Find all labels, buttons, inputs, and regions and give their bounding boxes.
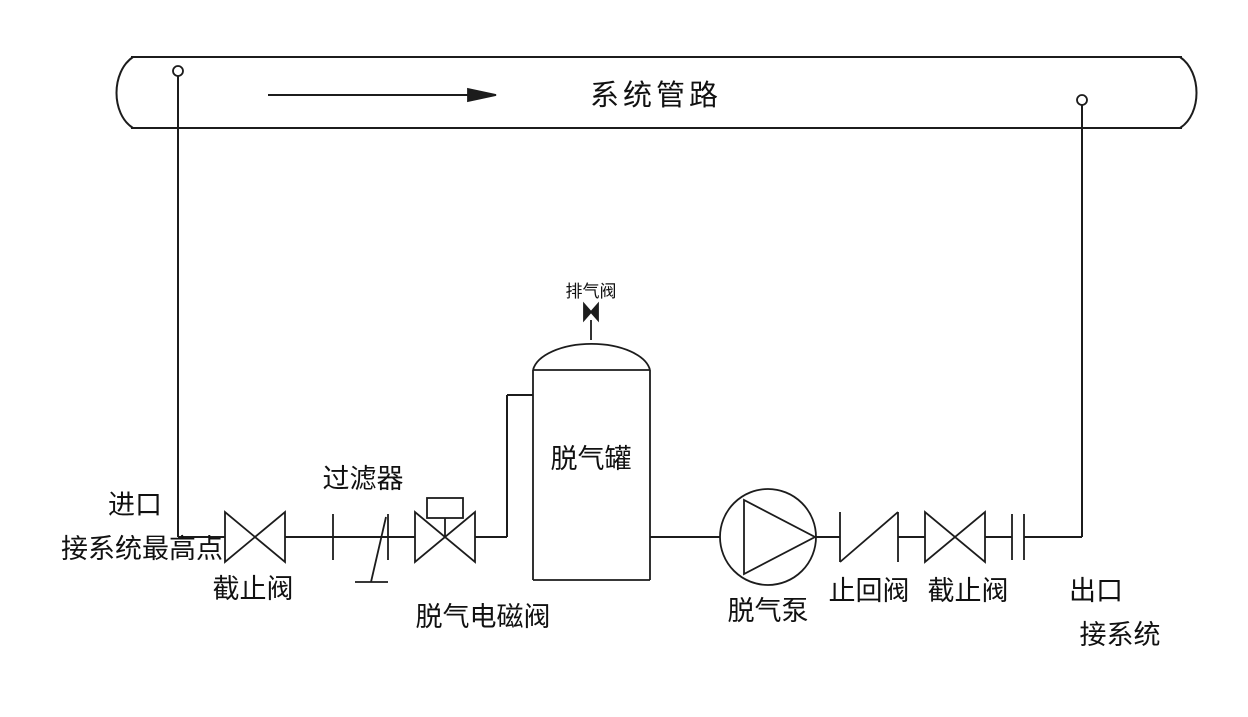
exhaust-valve-symbol xyxy=(583,301,599,340)
pipe-break-right xyxy=(1179,56,1198,129)
exhaust-valve-label: 排气阀 xyxy=(566,282,617,302)
filter-symbol xyxy=(332,514,389,583)
solenoid-valve-label: 脱气电磁阀 xyxy=(416,602,551,633)
union-symbol xyxy=(1011,514,1025,560)
inlet-label-line2: 接系统最高点 xyxy=(61,534,223,565)
flow-arrow xyxy=(268,87,497,103)
solenoid-valve-symbol xyxy=(414,497,476,564)
left-riser xyxy=(172,65,184,537)
degas-pump-label: 脱气泵 xyxy=(728,596,809,627)
stop-valve-inlet-symbol xyxy=(224,510,286,564)
top-pipe xyxy=(115,56,1198,129)
stop-valve-outlet-label: 截止阀 xyxy=(928,576,1009,607)
main-pipe xyxy=(178,394,1082,538)
inlet-label-line1: 进口 xyxy=(108,490,162,521)
stop-valve-outlet-symbol xyxy=(924,510,986,564)
system-pipeline-label: 系统管路 xyxy=(590,78,722,112)
degas-pump-symbol xyxy=(719,488,817,586)
filter-label: 过滤器 xyxy=(323,464,404,495)
outlet-label-line2: 接系统 xyxy=(1080,620,1161,651)
outlet-label-line1: 出口 xyxy=(1069,576,1123,607)
degas-tank-label: 脱气罐 xyxy=(551,444,632,475)
check-valve-symbol xyxy=(839,511,899,563)
check-valve-label: 止回阀 xyxy=(829,576,910,607)
right-riser xyxy=(1076,94,1088,537)
pipe-break-left xyxy=(115,56,134,129)
degas-tank-symbol xyxy=(532,343,651,581)
stop-valve-inlet-label: 截止阀 xyxy=(213,574,294,605)
